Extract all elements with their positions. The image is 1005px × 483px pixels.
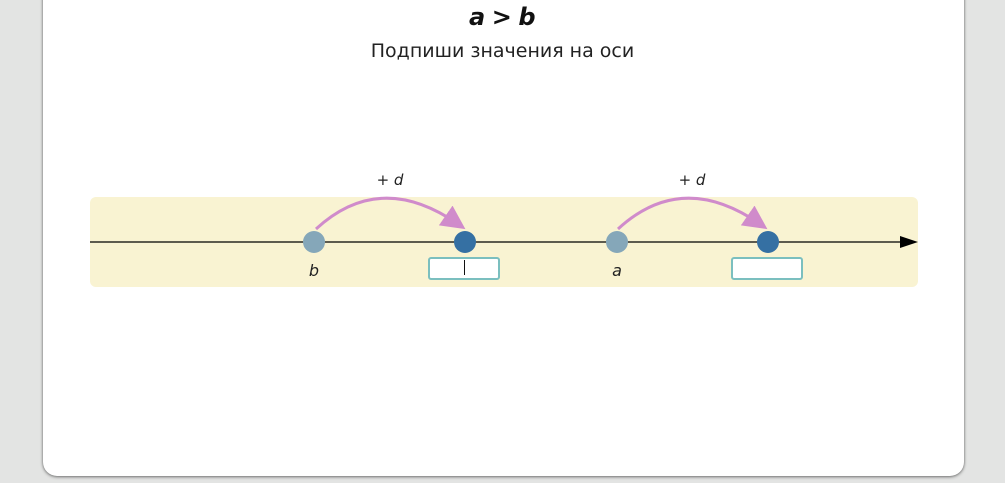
point-b — [303, 231, 325, 253]
text-caret — [464, 260, 465, 275]
title-var-a: a — [469, 3, 486, 31]
arc-plus-d-1 — [314, 196, 466, 231]
point-answer-2 — [757, 231, 779, 253]
title-var-b: b — [518, 3, 536, 31]
task-title: a>b — [0, 0, 1005, 34]
arc-label-1: + d — [376, 171, 404, 189]
arc-label-2: + d — [678, 171, 706, 189]
answer-input-2-wrap — [731, 257, 803, 280]
arc-plus-d-2 — [616, 196, 768, 231]
task-instruction: Подпиши значения на оси — [370, 40, 635, 62]
answer-input-1-wrap — [428, 257, 500, 280]
point-a — [606, 231, 628, 253]
point-answer-1 — [454, 231, 476, 253]
axis-arrow-icon — [900, 236, 918, 248]
title-operator: > — [491, 3, 513, 31]
point-label-b: b — [308, 261, 320, 280]
answer-input-2[interactable] — [731, 257, 803, 280]
point-label-a: a — [612, 261, 622, 280]
